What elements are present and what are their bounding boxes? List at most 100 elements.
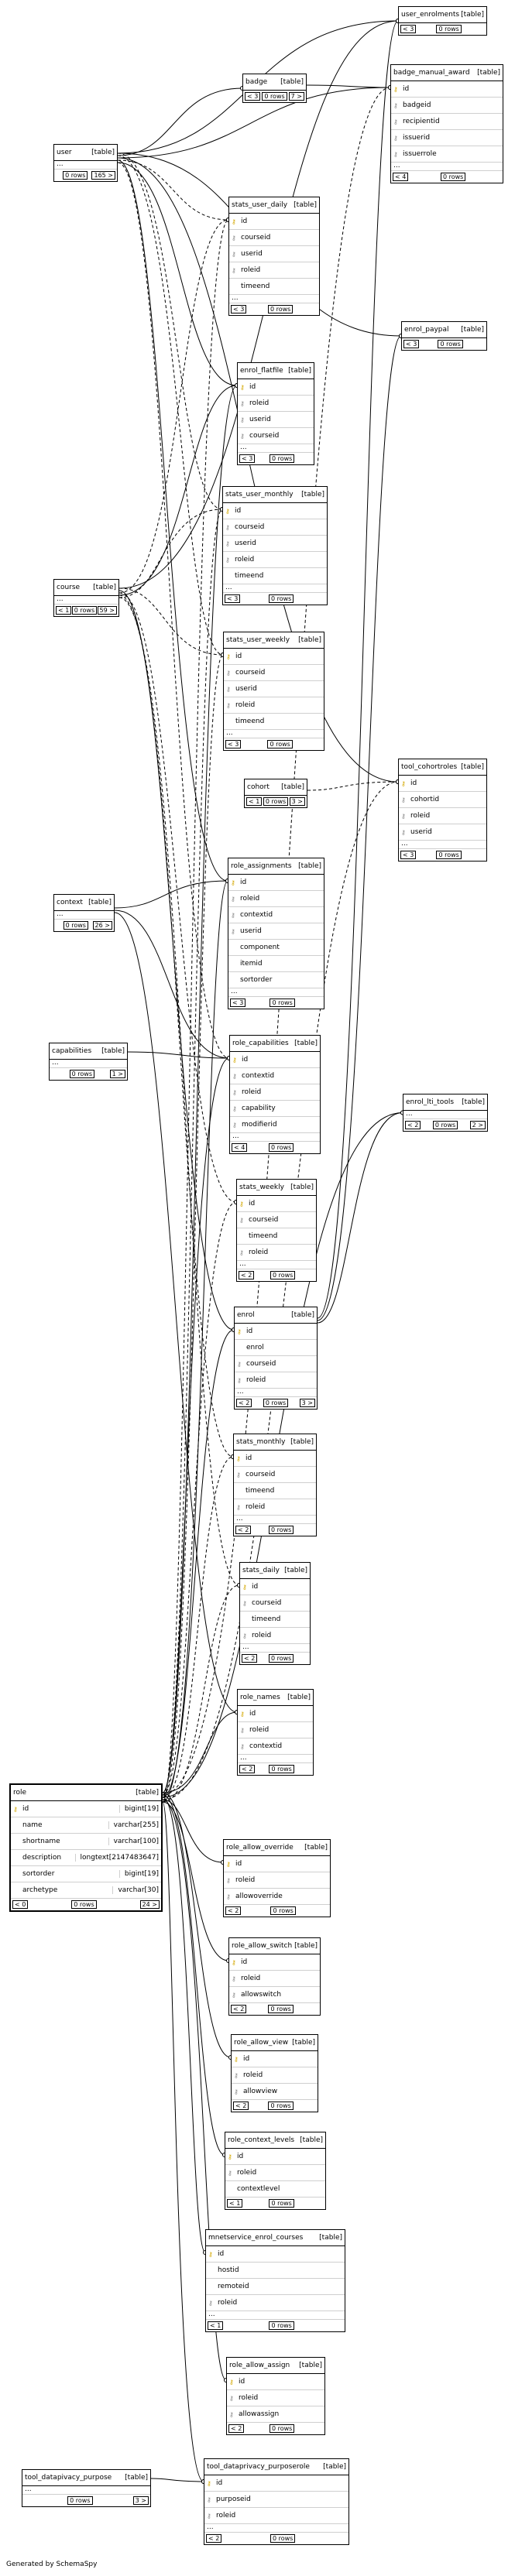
table-stats-user-weekly[interactable]: stats_user_weekly[table]⚷id⚷courseid⚷use…	[223, 632, 324, 751]
parents-count[interactable]: < 3	[400, 25, 417, 33]
column-row[interactable]: ⚷roleid	[204, 2508, 348, 2524]
column-row[interactable]: ⚷id	[235, 1324, 317, 1340]
table-name[interactable]: enrol_paypal	[404, 326, 449, 334]
parents-count[interactable]: < 2	[236, 1399, 252, 1407]
table-name[interactable]: enrol_lti_tools	[406, 1098, 455, 1106]
column-row[interactable]: ⚷id	[238, 1706, 313, 1722]
column-row[interactable]: ⚷courseid	[238, 428, 314, 444]
column-row[interactable]: ⚷purposeid	[204, 2492, 348, 2508]
parents-count[interactable]: < 3	[400, 851, 417, 859]
table-role-allow-assign[interactable]: role_allow_assign[table]⚷id⚷roleid⚷allow…	[226, 2357, 325, 2435]
parents-count[interactable]: < 3	[231, 305, 247, 313]
column-row[interactable]: ⚷roleid	[227, 2390, 324, 2406]
parents-count[interactable]: < 4	[393, 173, 409, 181]
column-row[interactable]: remoteid	[206, 2279, 345, 2295]
table-name[interactable]: stats_user_weekly	[226, 636, 290, 644]
table-name[interactable]: tool_dataprivacy_purposerole	[207, 2463, 310, 2471]
column-row[interactable]: ⚷contextid	[228, 907, 324, 923]
table-name[interactable]: role_allow_switch	[232, 1942, 293, 1950]
table-role-allow-switch[interactable]: role_allow_switch[table]⚷id⚷roleid⚷allow…	[228, 1937, 321, 2016]
table-role-allow-view[interactable]: role_allow_view[table]⚷id⚷roleid⚷allowvi…	[231, 2034, 318, 2112]
column-row[interactable]: ⚷userid	[224, 681, 324, 697]
children-count[interactable]: 24 >	[139, 1900, 160, 1909]
column-row[interactable]: ⚷id	[227, 2374, 324, 2390]
column-row[interactable]: ⚷courseid	[229, 230, 319, 246]
column-row[interactable]: ⚷roleid	[229, 262, 319, 279]
column-row[interactable]: ⚷roleid	[224, 697, 324, 714]
column-row[interactable]: ⚷roleid	[238, 1722, 313, 1738]
table-name[interactable]: stats_user_monthly	[225, 491, 294, 498]
column-row[interactable]: ⚷roleid	[240, 1628, 310, 1644]
parents-count[interactable]: < 2	[242, 1654, 258, 1663]
table-name[interactable]: role_allow_view	[234, 2039, 289, 2047]
parents-count[interactable]: < 3	[225, 740, 242, 748]
table-role-names[interactable]: role_names[table]⚷id⚷roleid⚷contextid...…	[237, 1689, 314, 1776]
column-row[interactable]: ⚷cohortid	[399, 792, 486, 808]
column-row[interactable]: timeend	[224, 714, 324, 730]
column-row[interactable]: ⚷id	[224, 649, 324, 665]
column-row[interactable]: ⚷id	[225, 2149, 325, 2165]
table-name[interactable]: stats_daily	[242, 1567, 280, 1574]
table-name[interactable]: user_enrolments	[401, 11, 460, 19]
column-row[interactable]: ⚷courseid	[237, 1212, 316, 1228]
table-name[interactable]: role_assignments	[231, 862, 292, 870]
table-name[interactable]: cohort	[247, 783, 270, 791]
column-row[interactable]: ⚷allowoverride	[224, 1889, 330, 1905]
table-role-capabilities[interactable]: role_capabilities[table]⚷id⚷contextid⚷ro…	[229, 1035, 321, 1154]
parents-count[interactable]: < 3	[225, 594, 241, 603]
children-count[interactable]: 3 >	[299, 1399, 315, 1407]
column-row[interactable]: hostid	[206, 2263, 345, 2279]
table-role-assignments[interactable]: role_assignments[table]⚷id⚷roleid⚷contex…	[228, 858, 324, 1009]
parents-count[interactable]: < 0	[12, 1900, 29, 1909]
table-name[interactable]: stats_user_daily	[232, 201, 288, 209]
column-row[interactable]: contextlevel	[225, 2181, 325, 2197]
column-row[interactable]: ⚷courseid	[234, 1467, 316, 1483]
table-stats-user-monthly[interactable]: stats_user_monthly[table]⚷id⚷courseid⚷us…	[222, 486, 328, 605]
column-row[interactable]: ⚷modifierid	[230, 1117, 320, 1133]
column-row[interactable]: timeend	[229, 279, 319, 295]
table-name[interactable]: enrol	[237, 1311, 255, 1319]
column-row[interactable]: ⚷roleid	[228, 891, 324, 907]
parents-count[interactable]: < 2	[231, 2005, 247, 2013]
table-name[interactable]: role_names	[240, 1694, 280, 1701]
table-name[interactable]: stats_weekly	[239, 1184, 284, 1191]
table-name[interactable]: role_allow_assign	[229, 2362, 290, 2369]
table-name[interactable]: badge	[245, 78, 268, 86]
column-row[interactable]: ⚷roleid	[230, 1084, 320, 1101]
column-row[interactable]: timeend	[234, 1483, 316, 1499]
parents-count[interactable]: < 2	[233, 2102, 249, 2110]
parents-count[interactable]: < 2	[206, 2534, 222, 2543]
column-row[interactable]: ⚷roleid	[225, 2165, 325, 2181]
parents-count[interactable]: < 2	[225, 1906, 242, 1915]
column-row[interactable]: ⚷roleid	[399, 808, 486, 824]
column-row[interactable]: ⚷id	[228, 875, 324, 891]
column-row[interactable]: ⚷courseid	[223, 519, 327, 536]
column-row[interactable]: component	[228, 940, 324, 956]
column-row[interactable]: ⚷id	[399, 776, 486, 792]
table-stats-user-daily[interactable]: stats_user_daily[table]⚷id⚷courseid⚷user…	[228, 197, 320, 316]
column-row[interactable]: ⚷userid	[228, 923, 324, 940]
column-row[interactable]: ⚷id	[206, 2246, 345, 2263]
column-row[interactable]: timeend	[237, 1228, 316, 1245]
column-row[interactable]: ⚷courseid	[224, 665, 324, 681]
table-name[interactable]: role_capabilities	[232, 1040, 289, 1047]
column-row[interactable]: ⚷recipientid	[391, 114, 503, 130]
table-enrol-flatfile[interactable]: enrol_flatfile[table]⚷id⚷roleid⚷userid⚷c…	[237, 362, 314, 465]
column-row[interactable]: ⚷id	[204, 2475, 348, 2492]
children-count[interactable]: 165 >	[91, 171, 115, 180]
table-role-allow-override[interactable]: role_allow_override[table]⚷id⚷roleid⚷all…	[223, 1839, 331, 1917]
parents-count[interactable]: < 4	[232, 1143, 248, 1152]
column-row[interactable]: ⚷roleid	[237, 1245, 316, 1261]
parents-count[interactable]: < 1	[246, 797, 263, 806]
parents-count[interactable]: < 2	[239, 1765, 256, 1773]
